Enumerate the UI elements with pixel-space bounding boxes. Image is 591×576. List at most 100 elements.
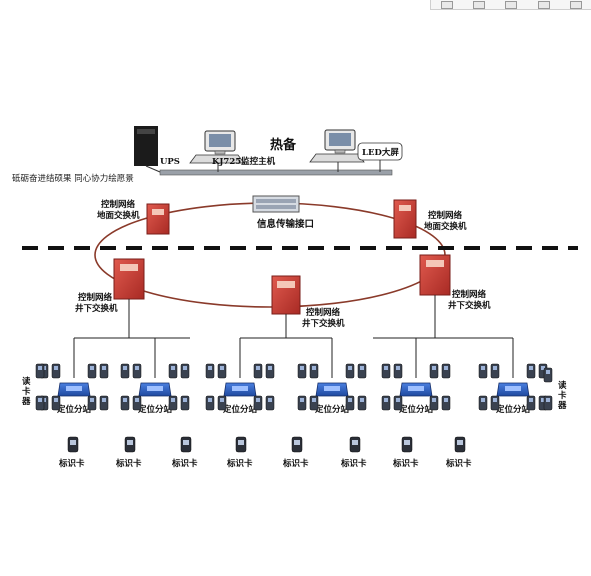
surface-switch-right-label-1: 控制网络 <box>428 210 463 221</box>
card-reader <box>429 363 439 379</box>
card-reader <box>357 363 367 379</box>
card-reader <box>393 395 403 411</box>
toolbar-button-5[interactable] <box>569 0 582 9</box>
reader-right-char-3: 器 <box>557 401 567 411</box>
card-reader <box>297 363 307 379</box>
tree-connections <box>74 295 513 339</box>
card-reader <box>543 395 553 411</box>
card-reader <box>87 395 97 411</box>
card-reader <box>441 363 451 379</box>
card-reader <box>132 395 142 411</box>
card-reader <box>87 363 97 379</box>
reader-label-right: 读 卡 器 <box>557 380 567 411</box>
card-reader <box>478 395 488 411</box>
card-reader <box>490 395 500 411</box>
positioning-substation: 定位分站 <box>398 382 434 415</box>
card-reader <box>526 363 536 379</box>
tag-label: 标识卡 <box>115 458 142 469</box>
underground-switch-middle-label-1: 控制网络 <box>306 307 341 318</box>
identification-card: 标识卡 <box>115 436 142 469</box>
positioning-substation: 定位分站 <box>137 382 173 415</box>
substation-label: 定位分站 <box>398 404 434 415</box>
positioning-substation: 定位分站 <box>495 382 531 415</box>
card-reader <box>180 395 190 411</box>
positioning-substation: 定位分站 <box>222 382 258 415</box>
substation-label: 定位分站 <box>56 404 92 415</box>
card-reader <box>441 395 451 411</box>
toolbar-button-1[interactable] <box>441 0 454 9</box>
tag-label: 标识卡 <box>58 458 85 469</box>
led-screen: LED大屏 <box>357 142 403 172</box>
surface-switch-right: 控制网络 地面交换机 <box>393 199 467 239</box>
reader-left-char-2: 卡 <box>22 386 31 397</box>
card-reader <box>35 363 45 379</box>
underground-switch-left: 控制网络 井下交换机 <box>75 258 145 314</box>
card-reader <box>345 363 355 379</box>
card-reader <box>168 363 178 379</box>
tag-label: 标识卡 <box>392 458 419 469</box>
slogan-text: 砥砺奋进结硕果 同心协力绘愿景 <box>12 173 134 184</box>
toolbar-button-2[interactable] <box>473 0 486 9</box>
underground-switch-right-label-1: 控制网络 <box>452 289 487 300</box>
reader-label-left: 读 卡 器 <box>21 376 31 407</box>
identification-card: 标识卡 <box>226 436 253 469</box>
substation-label: 定位分站 <box>137 404 173 415</box>
substation-label: 定位分站 <box>314 404 350 415</box>
card-reader <box>99 363 109 379</box>
toolbar-button-3[interactable] <box>505 0 518 9</box>
led-label: LED大屏 <box>362 147 399 158</box>
underground-switch-middle-label-2: 井下交换机 <box>302 318 345 329</box>
identification-card: 标识卡 <box>282 436 309 469</box>
reader-right-char-1: 读 <box>558 380 567 391</box>
card-reader <box>309 395 319 411</box>
identification-card: 标识卡 <box>392 436 419 469</box>
card-reader <box>205 363 215 379</box>
card-reader <box>253 395 263 411</box>
identification-card: 标识卡 <box>58 436 85 469</box>
card-reader <box>478 363 488 379</box>
card-reader <box>35 395 45 411</box>
host-computer: KJ725监控主机 <box>189 130 276 172</box>
substation-label: 定位分站 <box>495 404 531 415</box>
card-reader <box>180 363 190 379</box>
toolbar-button-4[interactable] <box>537 0 550 9</box>
card-reader <box>543 367 553 383</box>
surface-switch-left-label-1: 控制网络 <box>101 199 136 210</box>
host-label: KJ725监控主机 <box>212 156 276 167</box>
underground-switch-middle: 控制网络 井下交换机 <box>271 275 345 329</box>
card-reader <box>265 363 275 379</box>
reader-right-char-2: 卡 <box>558 390 567 401</box>
tag-label: 标识卡 <box>445 458 472 469</box>
card-reader <box>205 395 215 411</box>
surface-switch-left: 控制网络 地面交换机 <box>97 199 170 235</box>
card-reader <box>490 363 500 379</box>
card-reader <box>309 363 319 379</box>
tag-label: 标识卡 <box>282 458 309 469</box>
tag-label: 标识卡 <box>226 458 253 469</box>
hot-standby-label: 热备 <box>270 137 297 153</box>
tag-label: 标识卡 <box>340 458 367 469</box>
card-reader <box>217 395 227 411</box>
card-reader <box>253 363 263 379</box>
card-reader <box>168 395 178 411</box>
monitoring-bus <box>159 169 393 176</box>
substation-label: 定位分站 <box>222 404 258 415</box>
card-reader <box>132 363 142 379</box>
tag-label: 标识卡 <box>171 458 198 469</box>
card-reader <box>429 395 439 411</box>
card-reader <box>99 395 109 411</box>
standby-computer <box>309 129 365 172</box>
information-interface: 信息传输接口 <box>252 195 314 230</box>
underground-switch-left-label-1: 控制网络 <box>78 292 113 303</box>
underground-switch-left-label-2: 井下交换机 <box>75 303 118 314</box>
underground-switch-right-label-2: 井下交换机 <box>448 300 491 311</box>
card-reader <box>381 395 391 411</box>
ups-unit: UPS <box>134 126 180 173</box>
card-reader <box>217 363 227 379</box>
identification-card: 标识卡 <box>445 436 472 469</box>
reader-left-char-1: 读 <box>22 376 31 387</box>
card-reader <box>51 395 61 411</box>
card-reader <box>381 363 391 379</box>
card-reader <box>265 395 275 411</box>
